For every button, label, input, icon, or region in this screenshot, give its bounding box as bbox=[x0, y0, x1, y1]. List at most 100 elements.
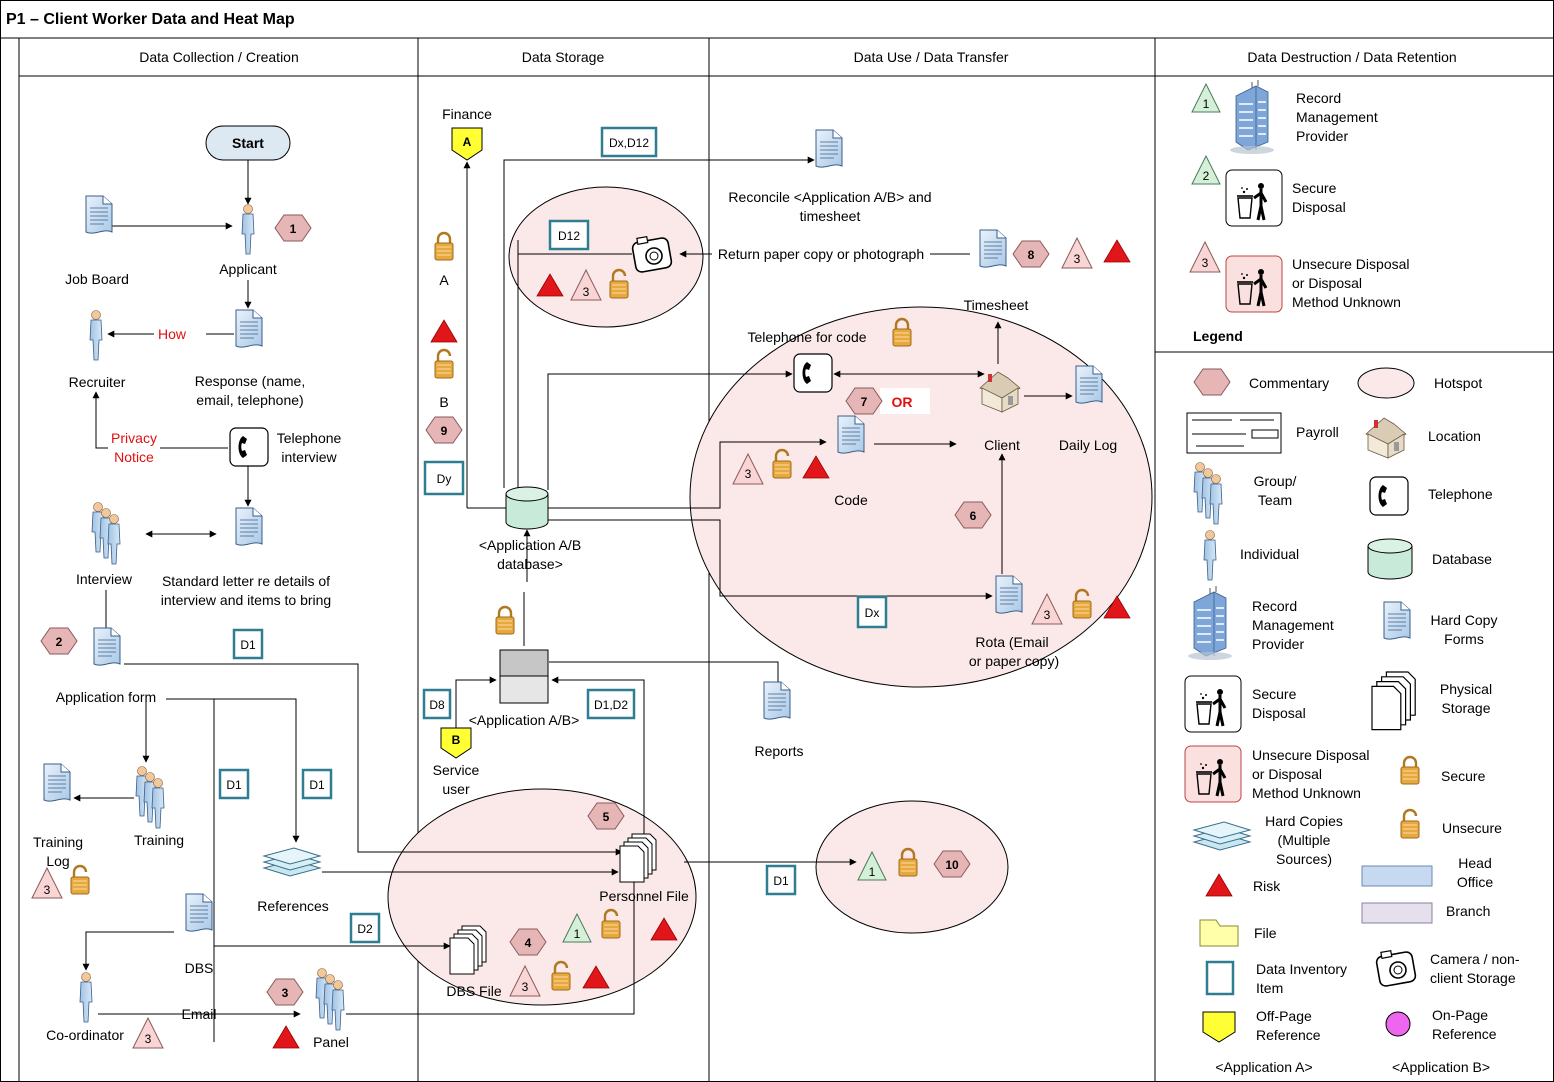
application-form-doc-icon bbox=[93, 627, 121, 666]
camera-icon bbox=[630, 235, 674, 274]
legend-group-2: Team bbox=[1258, 492, 1292, 508]
legend-onpage-icon bbox=[1385, 1011, 1411, 1037]
legend-title: Legend bbox=[1193, 328, 1243, 344]
rota-doc-icon bbox=[995, 575, 1023, 614]
inventory-d1-a bbox=[232, 628, 264, 660]
legend-file-icon bbox=[1199, 919, 1239, 947]
rota-label-2: or paper copy) bbox=[969, 653, 1059, 669]
triangle-3-rota: 3 bbox=[1044, 608, 1051, 622]
training-label: Training bbox=[134, 832, 184, 848]
response-label-1: Response (name, bbox=[195, 373, 306, 389]
reconcile-label-1: Reconcile <Application A/B> and bbox=[728, 189, 931, 205]
dbs-file-label: DBS File bbox=[446, 983, 501, 999]
timesheet-doc-icon bbox=[979, 229, 1007, 268]
inventory-d1-b bbox=[218, 768, 250, 800]
privacy-notice-label-2: Notice bbox=[114, 449, 154, 465]
daily-log-label: Daily Log bbox=[1059, 437, 1117, 453]
commentary-6: 6 bbox=[970, 509, 977, 523]
legend-hard-copy-icon bbox=[1383, 601, 1411, 640]
dbs-doc-icon bbox=[185, 893, 213, 932]
reports-label: Reports bbox=[754, 743, 803, 759]
inventory-d12 bbox=[548, 219, 590, 251]
client-label: Client bbox=[984, 437, 1020, 453]
service-user-label-1: Service bbox=[433, 762, 480, 778]
legend-head-office-1: Head bbox=[1458, 855, 1491, 871]
inventory-d8 bbox=[422, 688, 452, 720]
legend-data-inventory-icon bbox=[1205, 960, 1235, 996]
finance-label: Finance bbox=[442, 106, 492, 122]
coordinator-label: Co-ordinator bbox=[46, 1027, 124, 1043]
start-node bbox=[205, 125, 291, 161]
legend-unsecure-disposal-3: Method Unknown bbox=[1252, 785, 1361, 801]
offpage-a: A bbox=[463, 135, 472, 149]
app-ab-branch bbox=[499, 675, 549, 704]
hotspot-client bbox=[689, 306, 1153, 688]
triangle-1-key: 1 bbox=[1203, 97, 1210, 111]
lock-b-label: B bbox=[439, 394, 448, 410]
legend-offpage-icon bbox=[1202, 1011, 1236, 1043]
legend-camera-2: client Storage bbox=[1430, 970, 1516, 986]
triangle-3-training: 3 bbox=[44, 883, 51, 897]
or-box bbox=[880, 388, 930, 414]
diagram-title: P1 – Client Worker Data and Heat Map bbox=[6, 11, 295, 28]
triangle-3-coordinator: 3 bbox=[145, 1032, 152, 1046]
app-db-label-2: database> bbox=[497, 556, 563, 572]
offpage-b-icon bbox=[440, 727, 472, 759]
legend-secure-disposal-2: Disposal bbox=[1252, 705, 1306, 721]
commentary-4: 4 bbox=[525, 936, 532, 950]
retention-rmp-1: Record bbox=[1296, 90, 1341, 106]
inventory-d1-d2-label: D1,D2 bbox=[594, 698, 628, 712]
daily-log-doc-icon bbox=[1075, 365, 1103, 404]
inventory-dy bbox=[423, 460, 465, 496]
inventory-d1-d bbox=[765, 864, 797, 896]
inventory-dx-label: Dx bbox=[865, 606, 880, 620]
lock-a-label: A bbox=[439, 272, 449, 288]
rota-label-1: Rota (Email bbox=[975, 634, 1048, 650]
legend-rmp-2: Management bbox=[1252, 617, 1334, 633]
retention-rmp-3: Provider bbox=[1296, 128, 1348, 144]
return-paper-label: Return paper copy or photograph bbox=[718, 246, 924, 262]
legend-telephone: Telephone bbox=[1428, 486, 1493, 502]
or-label: OR bbox=[892, 394, 913, 410]
response-label-2: email, telephone) bbox=[196, 392, 303, 408]
inventory-d1-c bbox=[301, 768, 333, 800]
triangle-3-timesheet: 3 bbox=[1074, 252, 1081, 266]
inventory-dy-label: Dy bbox=[437, 472, 452, 486]
reports-doc-icon bbox=[763, 681, 791, 720]
legend-hard-copy-2: Forms bbox=[1444, 631, 1484, 647]
retention-rmp-2: Management bbox=[1296, 109, 1378, 125]
commentary-3: 3 bbox=[282, 986, 289, 1000]
references-label: References bbox=[257, 898, 329, 914]
legend-secure: Secure bbox=[1441, 768, 1486, 784]
inventory-d1-c-label: D1 bbox=[309, 778, 325, 792]
retention-secure-2: Disposal bbox=[1292, 199, 1346, 215]
inventory-d1-d2 bbox=[586, 688, 636, 720]
telephone-interview-label-2: interview bbox=[281, 449, 337, 465]
app-ab-label: <Application A/B> bbox=[469, 712, 580, 728]
legend-secure-disposal-1: Secure bbox=[1252, 686, 1297, 702]
response-doc-icon bbox=[235, 309, 263, 348]
inventory-dx bbox=[856, 595, 888, 629]
legend-physical-storage-1: Physical bbox=[1440, 681, 1492, 697]
inventory-d1-a-label: D1 bbox=[240, 638, 256, 652]
legend-database-icon bbox=[1367, 538, 1413, 580]
email-label: Email bbox=[181, 1006, 216, 1022]
standard-letter-doc-icon bbox=[235, 507, 263, 546]
training-log-label-1: Training bbox=[33, 834, 83, 850]
timesheet-label: Timesheet bbox=[964, 297, 1029, 313]
offpage-b: B bbox=[452, 733, 461, 747]
retention-unsecure-3: Method Unknown bbox=[1292, 294, 1401, 310]
panel-label: Panel bbox=[313, 1034, 349, 1050]
dbs-label: DBS bbox=[185, 960, 214, 976]
legend-data-inventory-1: Data Inventory bbox=[1256, 961, 1347, 977]
service-user-label-2: user bbox=[442, 781, 470, 797]
job-board-doc-icon bbox=[85, 195, 113, 234]
application-form-label: Application form bbox=[56, 689, 156, 705]
legend-hard-copy-1: Hard Copy bbox=[1431, 612, 1498, 628]
personnel-file-label: Personnel File bbox=[599, 888, 689, 904]
standard-letter-label-1: Standard letter re details of bbox=[162, 573, 330, 589]
commentary-7: 7 bbox=[861, 395, 868, 409]
start-label: Start bbox=[232, 135, 264, 151]
legend-head-office-icon bbox=[1361, 865, 1433, 887]
